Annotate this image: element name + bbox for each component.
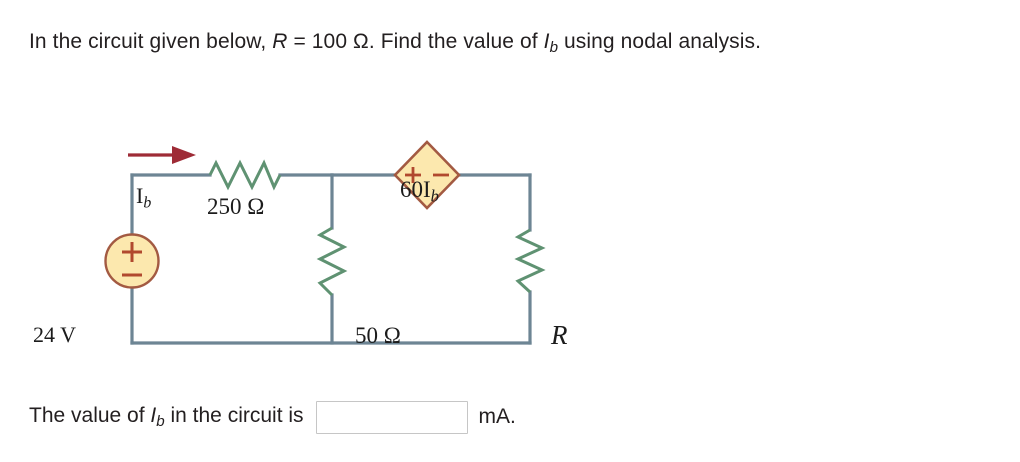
label-dependent-symbol: I: [423, 177, 431, 202]
resistor-R: [514, 228, 546, 294]
label-dependent-coefficient: 60: [400, 177, 423, 202]
resistor-symbol: R: [272, 30, 288, 53]
label-source-voltage: 24 V: [33, 322, 76, 347]
source-plus-icon: [122, 242, 142, 262]
dependent-source-diamond: [393, 140, 461, 210]
label-dependent-source: 60Ib: [400, 177, 439, 207]
dependent-source-60ib: [393, 140, 461, 210]
circuit-schematic-svg: [104, 140, 546, 345]
wire-group: [130, 173, 532, 345]
question-middle: . Find the value of: [368, 30, 544, 53]
answer-prompt-symbol: I: [150, 403, 157, 427]
page-title: In the circuit given below, R = 100 Ω. F…: [29, 28, 761, 62]
answer-prompt-subscript: b: [156, 413, 165, 431]
answer-input[interactable]: [315, 400, 468, 434]
voltage-source-24v: [104, 233, 160, 289]
label-current-ib: Ib: [136, 183, 151, 212]
answer-prompt-suffix: in the circuit is: [164, 403, 304, 427]
resistor-250-ohm: [208, 159, 282, 191]
circuit-diagram: 24 V Ib 250 Ω 60Ib 50 Ω R: [0, 75, 1020, 365]
current-subscript: b: [549, 39, 559, 57]
resistor-50-ohm: [316, 226, 348, 297]
label-resistor-250: 250 Ω: [207, 194, 265, 219]
label-resistor-50: 50 Ω: [355, 323, 401, 348]
answer-prompt: The value of Ib in the circuit is: [29, 404, 304, 430]
label-resistor-R: R: [551, 320, 568, 350]
question-prefix: In the circuit given below,: [29, 30, 273, 53]
current-arrow-ib: [128, 146, 196, 164]
current-arrow-head: [172, 146, 196, 164]
label-current-ib-symbol: I: [136, 183, 144, 208]
resistance-value: 100 Ω: [311, 30, 369, 53]
question-equals: =: [287, 30, 312, 53]
question-suffix: using nodal analysis.: [558, 30, 762, 53]
current-symbol: I: [543, 30, 550, 53]
answer-unit: mA.: [478, 405, 516, 428]
answer-row: The value of Ib in the circuit is mA.: [29, 398, 516, 436]
dependent-source-plus-icon: [405, 167, 421, 183]
label-current-ib-subscript: b: [143, 194, 152, 212]
answer-prompt-prefix: The value of: [29, 403, 151, 427]
label-dependent-subscript: b: [430, 186, 439, 206]
